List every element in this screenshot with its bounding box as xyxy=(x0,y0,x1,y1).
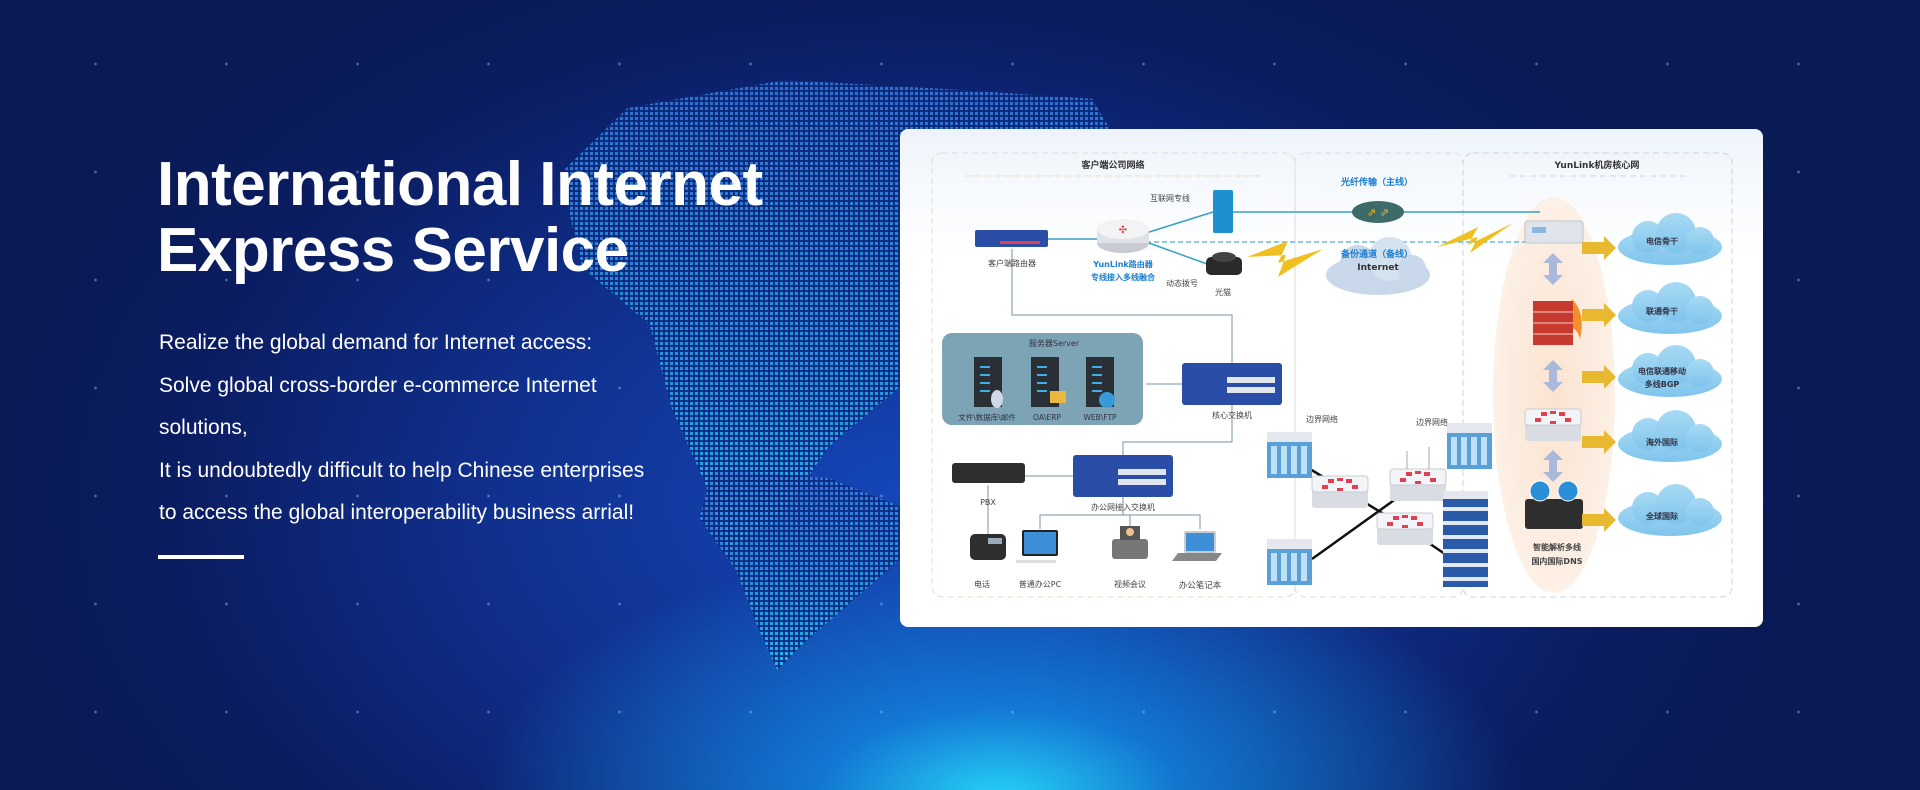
hero-title-line2: Express Service xyxy=(157,216,629,285)
server-label: WEB\FTP xyxy=(1083,413,1117,422)
client-router-label: 客户端路由器 xyxy=(988,258,1036,268)
yunlink-router-sublabel: 专线接入多线融合 xyxy=(1091,272,1156,282)
laptop-icon xyxy=(1172,531,1222,561)
building-icon xyxy=(1447,423,1492,469)
desktop-pc-icon xyxy=(1016,530,1058,563)
fiber-transmission-icon xyxy=(1352,201,1404,223)
border-network-label: 边界网络 xyxy=(1416,417,1448,427)
hero-title: International Internet Express Service xyxy=(157,152,763,284)
core-gateway-icon xyxy=(1524,220,1584,244)
endpoint-label: 普通办公PC xyxy=(1019,579,1062,589)
backbone-cloud-icon xyxy=(1618,410,1722,462)
endpoint-label: 视频会议 xyxy=(1114,579,1146,589)
dns-server-icon xyxy=(1525,480,1583,529)
modem-icon xyxy=(1206,252,1242,275)
server-label: OA\ERP xyxy=(1033,413,1061,422)
dedicated-line-device-icon xyxy=(1213,190,1233,233)
wireless-router-icon xyxy=(1389,468,1447,502)
core-switch-icon xyxy=(1182,363,1282,405)
yunlink-router-icon: ✣ xyxy=(1097,219,1149,253)
border-router-icon xyxy=(1311,475,1369,509)
backbone-label: 电信骨干 xyxy=(1646,236,1678,246)
backbone-label: 电信联通移动 xyxy=(1638,366,1686,376)
fiber-label: 光纤传输（主线） xyxy=(1340,176,1413,188)
hero-description-line: solutions, xyxy=(159,416,248,439)
hero-description-line: Solve global cross-border e-commerce Int… xyxy=(159,373,597,397)
dns-label: 智能解析多线 xyxy=(1533,542,1581,552)
office-switch-label: 办公网接入交换机 xyxy=(1091,502,1155,512)
backbone-label: 联通骨干 xyxy=(1646,306,1678,316)
tall-building-icon xyxy=(1443,491,1488,587)
core-network-section xyxy=(1462,152,1733,598)
server-group-title: 服务器Server xyxy=(1029,338,1080,348)
svg-text:✣: ✣ xyxy=(1119,225,1127,236)
dialup-label: 动态拨号 xyxy=(1166,278,1198,288)
endpoint-label: 办公笔记本 xyxy=(1179,580,1222,591)
border-network-label: 边界网络 xyxy=(1306,414,1338,424)
phone-icon xyxy=(970,534,1006,560)
modem-label: 光猫 xyxy=(1215,287,1231,297)
internet-cloud-icon xyxy=(1326,237,1430,295)
building-icon xyxy=(1267,432,1312,478)
backbone-sublabel: 多线BGP xyxy=(1645,379,1680,389)
core-router-icon xyxy=(1524,408,1582,442)
network-diagram-card: 客户端公司网络 YunLink机房核心网 ⇗ ⇗ 光纤传输（主线） 备份通道（备… xyxy=(900,129,1763,627)
backbone-label: 全球国际 xyxy=(1645,511,1678,521)
internet-line-label: 互联网专线 xyxy=(1150,193,1190,203)
svg-text:⇗ ⇗: ⇗ ⇗ xyxy=(1367,206,1389,219)
firewall-icon xyxy=(1533,299,1582,345)
lightning-icon xyxy=(1247,241,1323,277)
client-router-icon xyxy=(975,230,1048,247)
backbone-cloud-icon xyxy=(1618,484,1722,536)
building-icon xyxy=(1267,539,1312,585)
hero-title-line1: International Internet xyxy=(157,150,763,219)
hero-description-line: It is undoubtedly difficult to help Chin… xyxy=(159,458,645,482)
office-switch-icon xyxy=(1073,455,1173,497)
dns-sublabel: 国内国际DNS xyxy=(1531,556,1582,566)
yunlink-router-label: YunLink路由器 xyxy=(1092,259,1153,269)
hero-description-line: Realize the global demand for Internet a… xyxy=(159,331,593,354)
video-conference-icon xyxy=(1112,526,1148,559)
pbx-label: PBX xyxy=(980,498,996,507)
backbone-label: 海外国际 xyxy=(1646,437,1678,447)
endpoint-label: 电话 xyxy=(974,579,990,589)
hero-description: Realize the global demand for Internet a… xyxy=(159,322,799,535)
internet-label: Internet xyxy=(1357,263,1399,273)
lightning-icon xyxy=(1437,223,1513,253)
core-section-title: YunLink机房核心网 xyxy=(1554,159,1640,171)
core-zone-highlight xyxy=(1493,197,1615,593)
client-section-title: 客户端公司网络 xyxy=(1080,159,1144,171)
server-label: 文件\数据库\邮件 xyxy=(958,412,1016,422)
backup-channel-label: 备份通道（备线） xyxy=(1340,248,1413,260)
core-switch-label: 核心交换机 xyxy=(1212,410,1252,420)
network-diagram: 客户端公司网络 YunLink机房核心网 ⇗ ⇗ 光纤传输（主线） 备份通道（备… xyxy=(931,152,1733,598)
pbx-icon xyxy=(952,463,1025,483)
title-underline-divider xyxy=(158,555,244,559)
client-network-section xyxy=(931,152,1296,598)
hero-description-line: to access the global interoperability bu… xyxy=(159,501,635,524)
border-router-icon xyxy=(1376,512,1434,546)
